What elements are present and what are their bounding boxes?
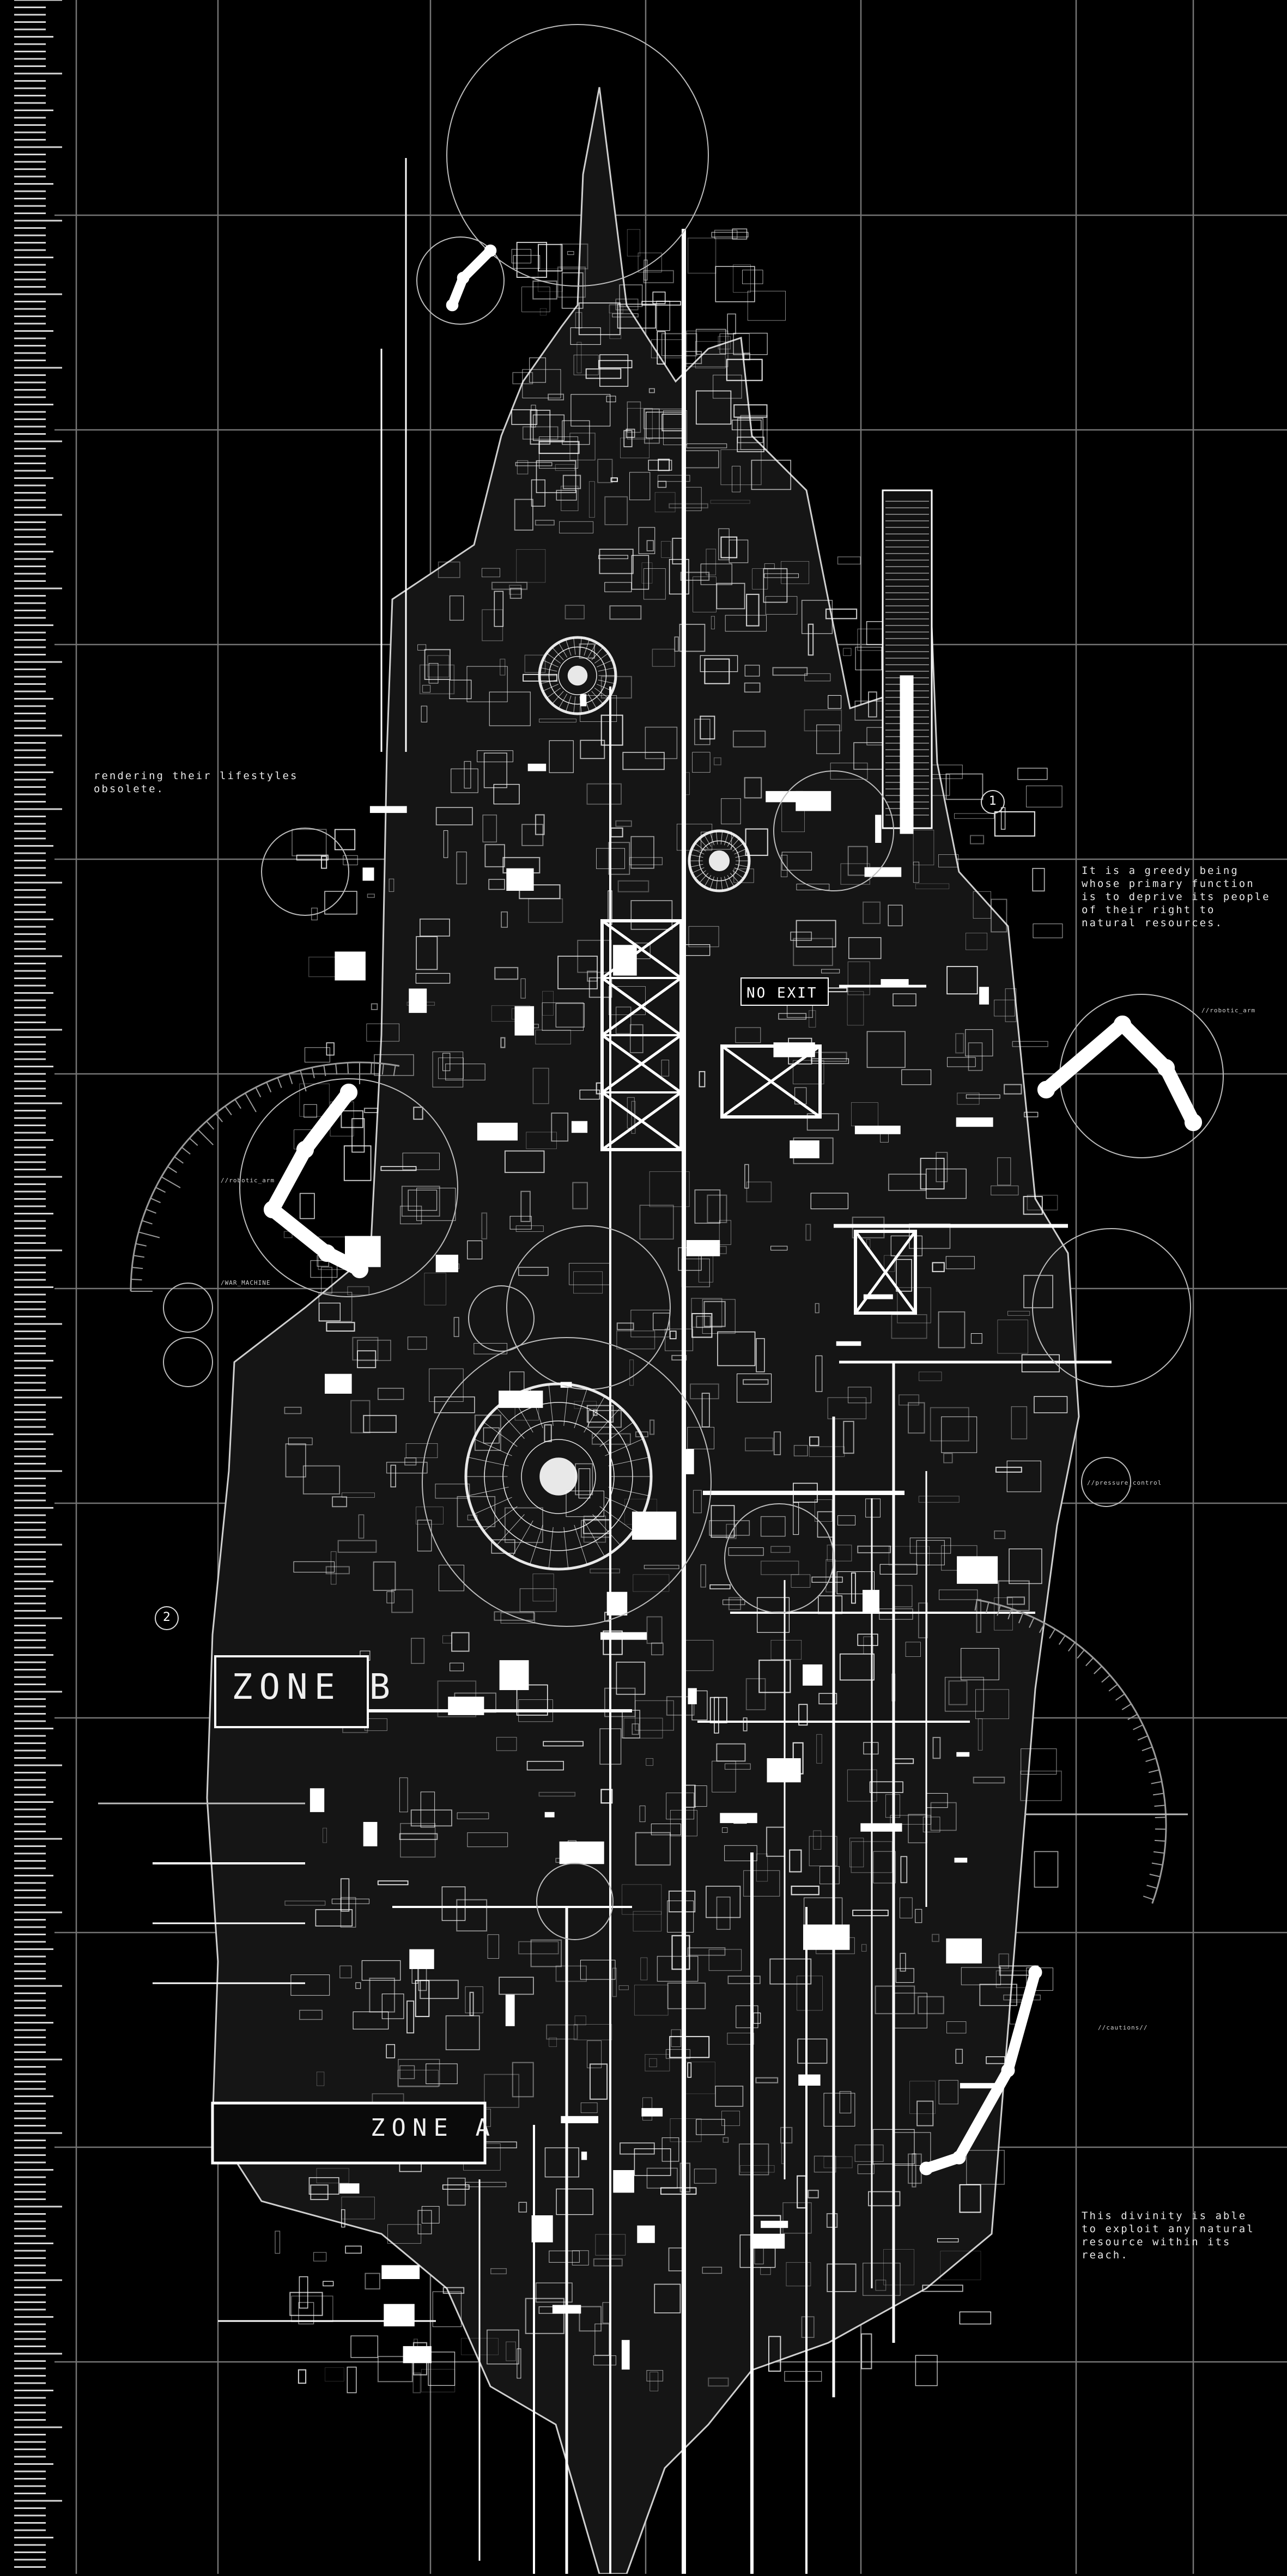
note-greedy-being: It is a greedy being whose primary funct… — [1082, 864, 1271, 929]
marker-2: 2 — [155, 1606, 179, 1630]
note-rendering: rendering their lifestyles obsolete. — [94, 769, 298, 795]
label-pressure-control: //pressure_control — [1087, 1479, 1162, 1486]
label-war-machine: /WAR_MACHINE — [221, 1279, 270, 1286]
zone-b-label: ZONE B — [232, 1667, 397, 1708]
label-robotic-arm-right: //robotic_arm — [1201, 1007, 1255, 1014]
label-robotic-arm-left: //robotic_arm — [221, 1177, 275, 1184]
note-divinity: This divinity is able to exploit any nat… — [1082, 2209, 1255, 2262]
label-cautions: //cautions// — [1098, 2024, 1148, 2031]
no-exit-sign: NO EXIT — [746, 985, 818, 1001]
marker-1: 1 — [981, 790, 1005, 814]
zone-a-label: ZONE A — [371, 2114, 496, 2142]
